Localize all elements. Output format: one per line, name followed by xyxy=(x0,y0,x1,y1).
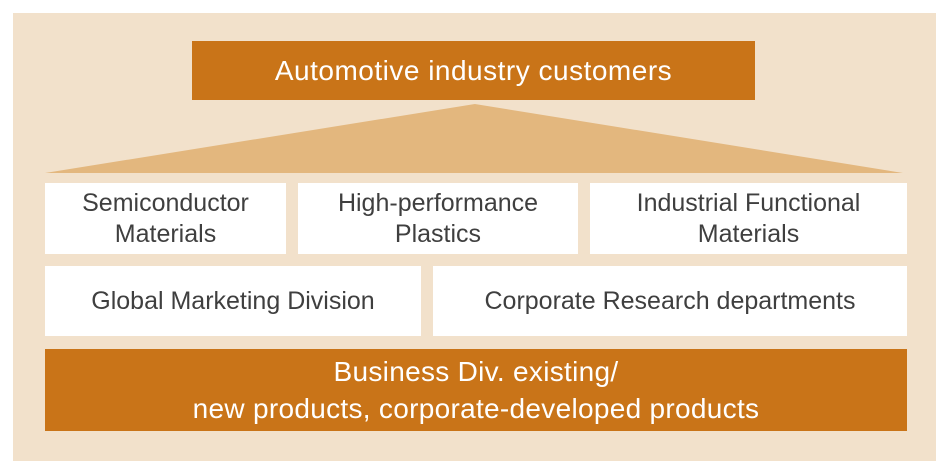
box-label-line: Semiconductor xyxy=(82,188,249,217)
box-label-line: Plastics xyxy=(394,219,482,248)
box-label-line: Materials xyxy=(697,219,800,248)
box-label: Corporate Research departments xyxy=(484,286,856,315)
automotive-customers-label: Automotive industry customers xyxy=(274,54,673,86)
box-label-line: High-performance xyxy=(337,188,539,217)
box-label-line: Materials xyxy=(114,219,217,248)
box-global-marketing-division: Global Marketing Division xyxy=(45,266,421,336)
box-label: Global Marketing Division xyxy=(91,286,375,315)
box-semiconductor-materials: Semiconductor Materials xyxy=(45,183,286,254)
automotive-customers-box: Automotive industry customers xyxy=(192,41,755,100)
business-div-products-box: Business Div. existing/ new products, co… xyxy=(45,349,907,431)
box-label-line: Industrial Functional xyxy=(636,188,861,217)
business-div-line1: Business Div. existing/ xyxy=(333,356,619,387)
business-div-line2: new products, corporate-developed produc… xyxy=(192,393,760,424)
box-industrial-functional-materials: Industrial Functional Materials xyxy=(590,183,907,254)
box-high-performance-plastics: High-performance Plastics xyxy=(298,183,578,254)
box-corporate-research-departments: Corporate Research departments xyxy=(433,266,907,336)
